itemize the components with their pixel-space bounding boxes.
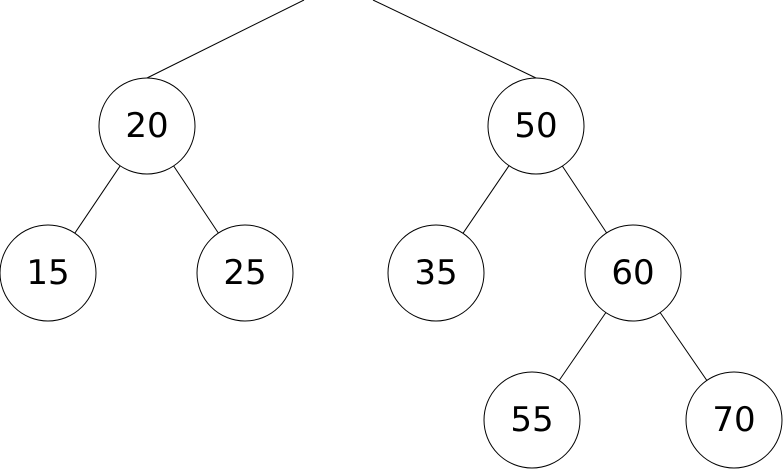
edge-parent-to-50: [372, 0, 537, 79]
node-value-label: 20: [125, 106, 168, 146]
node-circle: [0, 224, 97, 322]
tree-node: 70: [685, 371, 783, 469]
node-circle: [196, 224, 294, 322]
tree-edge: [74, 165, 121, 234]
tree-node: 50: [487, 77, 585, 175]
tree-node: 25: [196, 224, 294, 322]
node-value-label: 35: [414, 253, 457, 293]
tree-edge: [173, 165, 219, 234]
tree-node: 15: [0, 224, 97, 322]
node-value-label: 70: [712, 400, 755, 440]
edge-parent-to-20: [146, 0, 305, 79]
node-circle: [487, 77, 585, 175]
node-value-label: 15: [26, 253, 69, 293]
node-circle: [483, 371, 581, 469]
node-value-label: 50: [514, 106, 557, 146]
tree-edges: [74, 0, 708, 381]
tree-edge: [561, 165, 608, 234]
tree-edge: [462, 165, 510, 234]
node-value-label: 25: [223, 253, 266, 293]
node-circle: [387, 224, 485, 322]
node-circle: [98, 77, 196, 175]
node-circle: [584, 224, 682, 322]
tree-node: 55: [483, 371, 581, 469]
tree-node: 60: [584, 224, 682, 322]
node-value-label: 60: [611, 253, 654, 293]
tree-edge: [659, 312, 708, 381]
tree-node: 20: [98, 77, 196, 175]
tree-edge: [558, 312, 607, 381]
tree-nodes: 20 50 15 25 35 60 55 70: [0, 77, 783, 469]
node-circle: [685, 371, 783, 469]
node-value-label: 55: [510, 400, 553, 440]
tree-node: 35: [387, 224, 485, 322]
